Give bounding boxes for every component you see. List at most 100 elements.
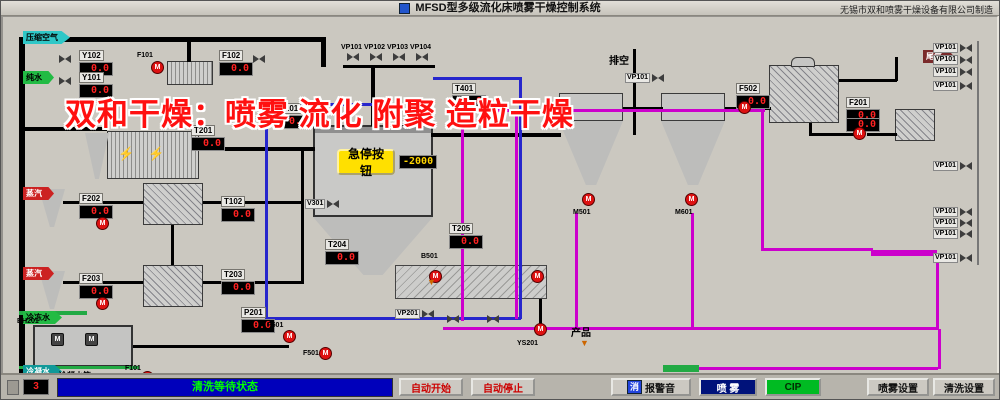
instrument-tag-label: T204 <box>325 239 350 250</box>
mute-alarm-button[interactable]: 消 报警音 <box>611 378 691 396</box>
valve[interactable] <box>59 55 71 63</box>
pipe-segment <box>433 77 521 80</box>
instrument-tag-label: T401 <box>452 83 477 94</box>
pump-motor-icon[interactable]: M <box>582 193 595 206</box>
pipe-segment <box>698 367 938 370</box>
pump-motor-icon[interactable]: M <box>853 127 866 140</box>
valve-tag-label: V301 <box>305 199 326 209</box>
valve[interactable] <box>347 53 359 61</box>
pump-motor-icon[interactable]: M <box>429 270 442 283</box>
valve-icon[interactable] <box>487 315 499 323</box>
valve-icon[interactable] <box>393 53 405 61</box>
clean-settings-button[interactable]: 清洗设置 <box>933 378 995 396</box>
cip-mode-button[interactable]: CIP <box>765 378 821 396</box>
pipe-segment <box>761 248 873 251</box>
instrument-tag-label: Y101 <box>79 72 104 83</box>
valve-icon[interactable] <box>960 82 973 90</box>
pipe-segment <box>19 127 107 131</box>
valve-icon[interactable] <box>960 219 973 227</box>
pipe-segment <box>461 109 464 321</box>
valve[interactable] <box>487 315 499 323</box>
title-bar: MFSD型多级流化床喷雾干燥控制系统 无锡市双和喷雾干燥设备有限公司制造 <box>1 1 999 16</box>
auto-stop-button[interactable]: 自动停止 <box>471 378 535 396</box>
valve[interactable]: VP101 <box>933 67 973 77</box>
valve-icon[interactable] <box>59 55 71 63</box>
pipe-segment <box>19 366 139 369</box>
valve[interactable] <box>59 77 71 85</box>
valve[interactable]: VP101 <box>625 73 665 83</box>
valve[interactable] <box>416 53 428 61</box>
instrument-tag-label: T101 <box>277 103 302 114</box>
valve[interactable]: VP101 <box>933 229 973 239</box>
pump-motor-icon[interactable]: M <box>685 193 698 206</box>
valve[interactable] <box>447 315 459 323</box>
valve-icon[interactable] <box>347 53 359 61</box>
valve-icon[interactable] <box>960 56 973 64</box>
instrument-tag-label: P201 <box>241 307 266 318</box>
valve-icon[interactable] <box>416 53 428 61</box>
pipe-segment <box>265 317 521 320</box>
pipe-segment <box>809 123 812 135</box>
valve-icon[interactable] <box>327 200 340 208</box>
pump-motor-icon[interactable]: M <box>96 297 109 310</box>
diagram-label: P501 <box>267 322 284 329</box>
valve-icon[interactable] <box>960 254 973 262</box>
valve-icon[interactable] <box>960 68 973 76</box>
diagram-label: M501 <box>573 209 591 216</box>
pipes-layer <box>3 17 997 389</box>
valve[interactable] <box>393 53 405 61</box>
instrument-value: 0.0 <box>325 251 359 265</box>
valve[interactable]: VP201 <box>395 309 435 319</box>
valve[interactable]: VP101 <box>933 207 973 217</box>
spray-settings-button[interactable]: 喷雾设置 <box>867 378 929 396</box>
valve-tag-label: VP101 <box>933 43 959 53</box>
pipe-segment <box>623 107 663 110</box>
diagram-label: BH201 <box>17 318 39 325</box>
valve-tag-label: VP101 <box>933 67 959 77</box>
valve[interactable]: VP101 <box>933 253 973 263</box>
valve-icon[interactable] <box>652 74 665 82</box>
pump-motor-icon[interactable]: M <box>531 270 544 283</box>
valve-icon[interactable] <box>960 208 973 216</box>
valve-icon[interactable] <box>447 315 459 323</box>
valve-icon[interactable] <box>960 230 973 238</box>
valve[interactable]: VP101 <box>933 43 973 53</box>
pipe-segment <box>633 49 636 135</box>
instrument-tag-label: F203 <box>79 273 104 284</box>
inlet-air-heater <box>167 61 213 85</box>
valve-icon[interactable] <box>59 77 71 85</box>
valve[interactable]: VP101 <box>933 81 973 91</box>
feed-arrow-label: 纯水 <box>23 71 54 84</box>
pump-motor-icon[interactable]: M <box>319 347 332 360</box>
pump-motor-icon[interactable]: M <box>534 323 547 336</box>
pump-motor-icon[interactable]: M <box>738 101 751 114</box>
valve-icon[interactable] <box>253 55 265 63</box>
instrument-value: 0.0 <box>449 235 483 249</box>
pipe-segment <box>371 68 375 126</box>
valve[interactable]: VP101 <box>933 161 973 171</box>
valve[interactable] <box>253 55 265 63</box>
pump-motor-icon[interactable]: M <box>51 333 64 346</box>
valve[interactable] <box>370 53 382 61</box>
auto-start-button[interactable]: 自动开始 <box>399 378 463 396</box>
valve-icon[interactable] <box>960 162 973 170</box>
diagram-label: ▼ <box>427 277 436 287</box>
pump-motor-icon[interactable]: M <box>96 217 109 230</box>
emergency-stop-button[interactable]: 急停按钮 <box>337 147 395 178</box>
spray-mode-button[interactable]: 喷 雾 <box>699 378 757 396</box>
valve[interactable]: VP101 <box>933 55 973 65</box>
pump-motor-icon[interactable]: M <box>85 333 98 346</box>
valve[interactable]: VP101 <box>933 218 973 228</box>
pipe-segment <box>203 201 303 204</box>
valve-icon[interactable] <box>960 44 973 52</box>
valve-icon[interactable] <box>422 310 435 318</box>
pump-motor-icon[interactable]: M <box>283 330 296 343</box>
pump-motor-icon[interactable]: M <box>151 61 164 74</box>
valve-icon[interactable] <box>370 53 382 61</box>
pipe-segment <box>809 133 855 136</box>
instrument-tag-label: T102 <box>221 196 246 207</box>
valve[interactable]: V301 <box>305 199 340 209</box>
page-title: MFSD型多级流化床喷雾干燥控制系统 <box>415 2 601 14</box>
feeds-layer: 压缩空气纯水蒸汽蒸汽冷冻水冷凝水尾气 <box>3 17 997 378</box>
feed-arrow-label: 蒸汽 <box>23 187 54 200</box>
